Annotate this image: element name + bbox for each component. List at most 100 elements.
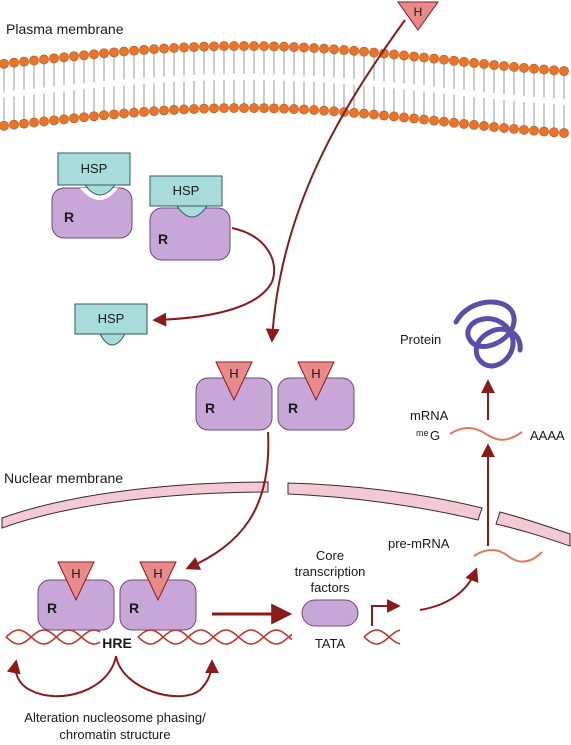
lipid-head: [539, 64, 549, 75]
lipid-head: [169, 43, 179, 53]
to-premrna-arrow: [419, 567, 479, 611]
hsp-label: HSP: [173, 183, 200, 198]
lipid-head: [449, 117, 459, 128]
lipid-head: [289, 104, 299, 114]
lipid-head: [549, 127, 559, 138]
dna-strand: [137, 629, 293, 645]
lipid-head: [59, 114, 69, 125]
alteration-label-2: chromatin structure: [59, 727, 170, 742]
lipid-head: [99, 48, 109, 59]
lipid-head: [469, 120, 479, 130]
lipid-head: [329, 106, 339, 117]
hormone-entering: H: [397, 1, 439, 31]
lipid-head: [439, 116, 449, 127]
lipid-head: [369, 109, 379, 120]
lipid-head: [509, 124, 519, 134]
lipid-head: [149, 106, 159, 117]
lipid-head: [179, 104, 189, 115]
lipid-head: [499, 123, 509, 133]
pre-mrna-strand: [473, 549, 543, 563]
lipid-head: [279, 41, 289, 52]
lipid-head: [489, 60, 499, 70]
hormone-path-arrow: [265, 19, 406, 343]
lipid-head: [359, 108, 369, 119]
lipid-head: [309, 43, 319, 53]
hsp-label: HSP: [98, 311, 125, 326]
lipid-head: [459, 56, 469, 67]
lipid-head: [139, 106, 149, 117]
alteration-label-1: Alteration nucleosome phasing/: [24, 710, 206, 725]
lipid-head: [69, 113, 79, 124]
lipid-head: [59, 52, 69, 63]
lipid-head: [329, 44, 339, 55]
lipid-head: [149, 44, 159, 55]
dna-strand: [363, 629, 401, 645]
lipid-head: [0, 120, 9, 131]
receptor-label: R: [129, 600, 139, 616]
lipid-head: [269, 103, 279, 114]
lipid-head: [479, 121, 489, 131]
lipid-head: [559, 66, 569, 76]
lipid-head: [379, 110, 389, 121]
lipid-head: [189, 104, 199, 114]
polya-label: AAAA: [530, 428, 565, 443]
lipid-head: [389, 111, 399, 122]
lipid-head: [469, 58, 479, 68]
lipid-head: [29, 117, 39, 128]
protein-label: Protein: [400, 332, 441, 347]
hormone-label: H: [71, 566, 80, 581]
lipid-head: [489, 122, 499, 132]
lipid-head: [559, 128, 569, 138]
mrna-label: mRNA: [410, 408, 449, 423]
lipid-head: [129, 45, 139, 56]
lipid-head: [299, 104, 309, 115]
hre-label: HRE: [102, 635, 132, 651]
receptor-label: R: [64, 209, 74, 225]
lipid-head: [79, 50, 89, 61]
nuclear-membrane-left: [1, 481, 269, 529]
lipid-head: [259, 41, 269, 52]
lipid-head: [539, 126, 549, 137]
lipid-head: [49, 53, 59, 64]
lipid-head: [369, 47, 379, 58]
lipid-head: [259, 103, 269, 114]
receptor-label: R: [205, 400, 215, 416]
lipid-head: [9, 119, 19, 130]
lipid-head: [49, 115, 59, 126]
lipid-head: [549, 65, 559, 76]
lipid-head: [239, 41, 249, 51]
nuclear-membrane-right: [495, 511, 571, 547]
core-tf-label-2: transcription: [295, 564, 366, 579]
core-tf-label-3: factors: [310, 580, 350, 595]
dna-helix: [5, 629, 401, 645]
lipid-head: [219, 103, 229, 114]
receptor-label: R: [47, 600, 57, 616]
lipid-head: [0, 58, 9, 69]
lipid-head: [189, 42, 199, 52]
lipid-head: [349, 45, 359, 56]
lipid-head: [39, 116, 49, 127]
lipid-head: [459, 118, 469, 129]
lipid-head: [319, 43, 329, 54]
lipid-head: [99, 110, 109, 121]
lipid-head: [199, 41, 209, 52]
hsp-label: HSP: [81, 161, 108, 176]
alteration-arrow-left: [6, 655, 117, 698]
lipid-head: [229, 41, 239, 51]
lipid-head: [279, 103, 289, 114]
nuclear-translocation-arrow: [185, 431, 270, 570]
lipid-head: [9, 57, 19, 68]
lipid-head: [409, 113, 419, 124]
tata-label: TATA: [315, 636, 346, 651]
lipid-head: [39, 54, 49, 65]
lipid-head: [69, 51, 79, 62]
lipid-head: [249, 103, 259, 113]
lipid-head: [439, 54, 449, 65]
lipid-head: [79, 112, 89, 123]
lipid-head: [499, 61, 509, 71]
pre-mrna-label: pre-mRNA: [388, 536, 450, 551]
lipid-head: [399, 112, 409, 123]
lipid-head: [359, 46, 369, 57]
cap-superscript: me: [416, 428, 429, 438]
hormone-label: H: [311, 366, 320, 381]
